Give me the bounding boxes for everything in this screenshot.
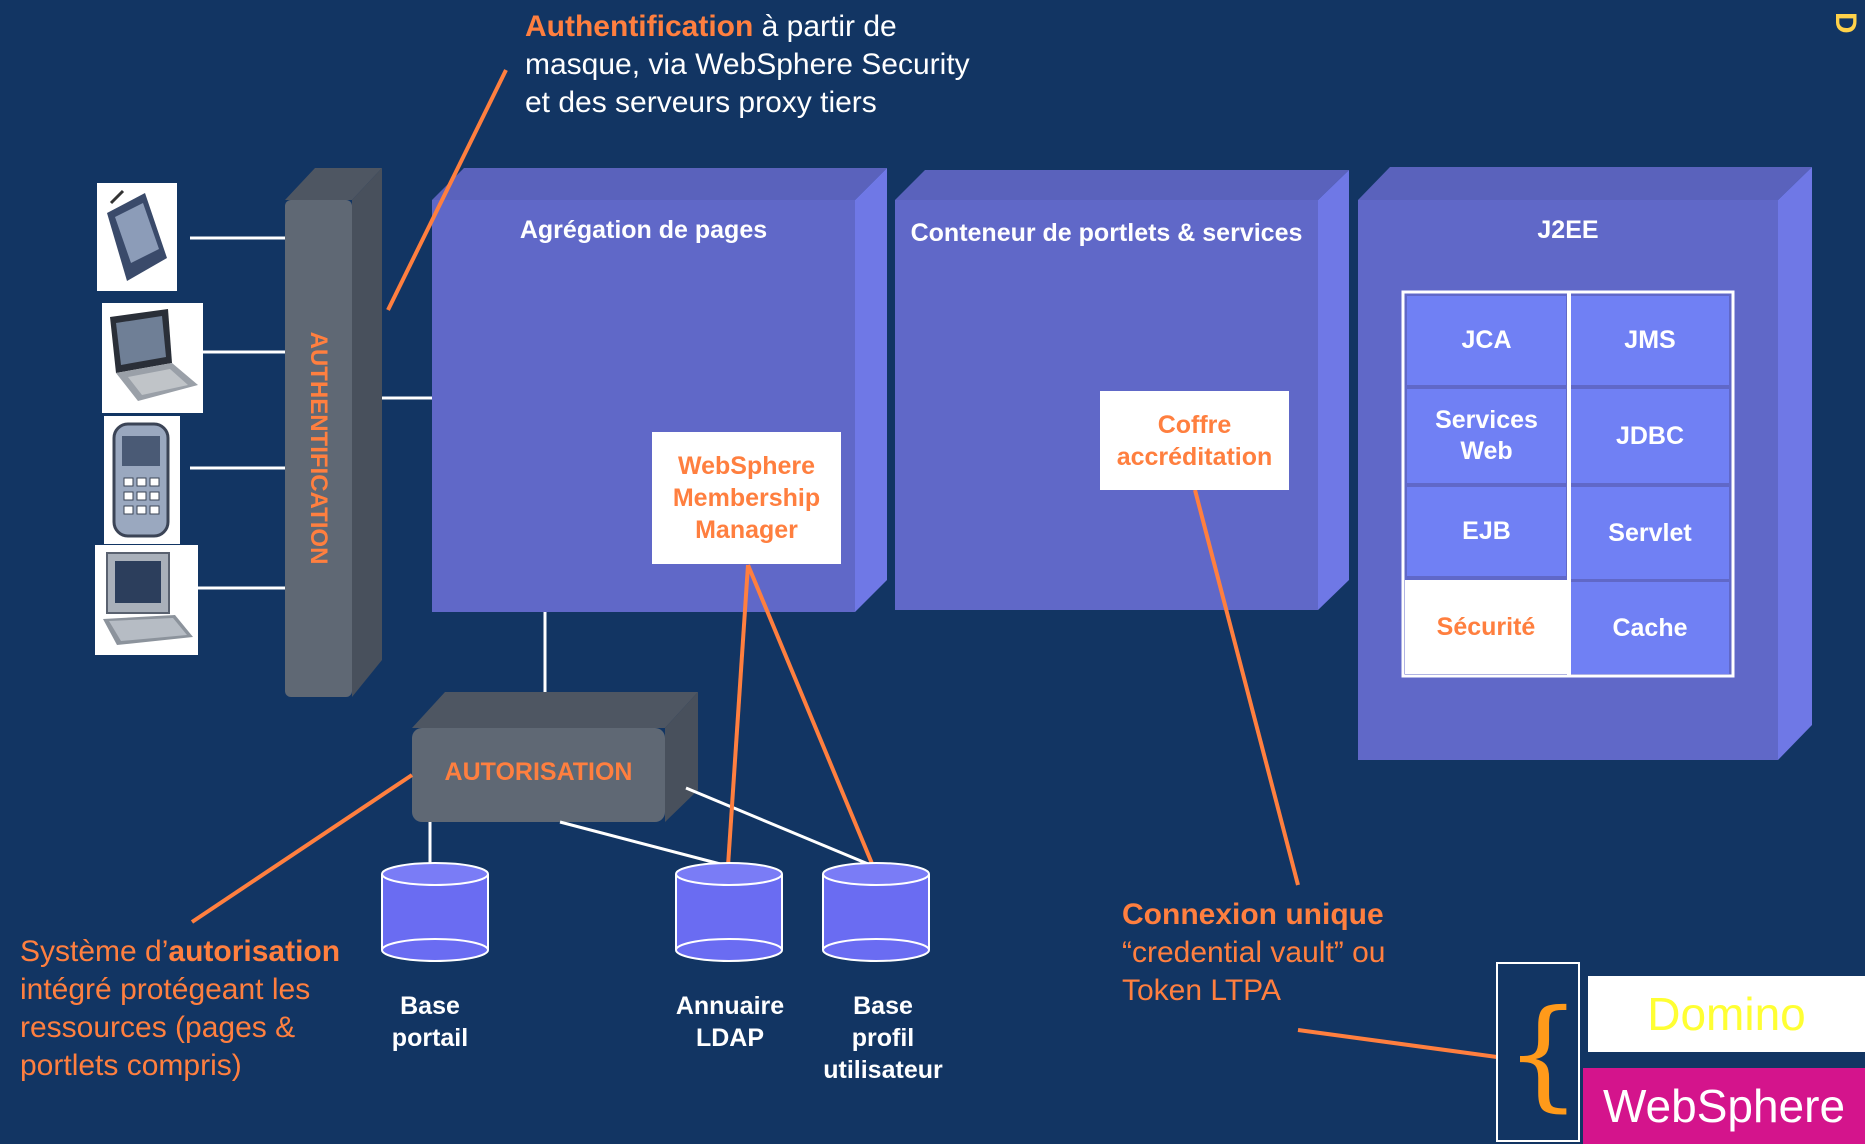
domino-label: Domino — [1647, 988, 1806, 1040]
domino-box: Domino — [1588, 976, 1865, 1052]
authorization-note-line4: portlets compris) — [20, 1049, 242, 1082]
link-autorisation-profil — [685, 786, 874, 868]
j2ee-title: J2EE — [1537, 216, 1599, 244]
db-annuaire-ldap — [675, 862, 783, 962]
mobile-phone-icon — [104, 416, 180, 544]
cell-servlet: Servlet — [1571, 487, 1729, 579]
cell-cache: Cache — [1571, 582, 1729, 674]
websphere-box: WebSphere — [1583, 1068, 1865, 1144]
autorisation-label: AUTORISATION — [444, 758, 633, 786]
base-profil-line3: utilisateur — [823, 1056, 943, 1084]
sso-note-line3: Token LTPA — [1122, 974, 1281, 1007]
authentication-bar — [285, 168, 382, 697]
vault-line1: Coffre — [1157, 410, 1232, 439]
annuaire-ldap-line2: LDAP — [695, 1024, 765, 1052]
cell-services-web: Services Web — [1407, 389, 1566, 483]
callout-autorisation — [190, 773, 414, 924]
authorization-note-line2: intégré protégeant les — [20, 973, 311, 1006]
aggregation-title: Agrégation de pages — [519, 216, 768, 244]
authorization-note-line3: ressources (pages & — [20, 1011, 296, 1044]
vault-line2: accréditation — [1116, 442, 1273, 471]
cell-ejb: EJB — [1407, 487, 1566, 576]
services-web-line1: Services — [1435, 406, 1538, 434]
cell-securite: Sécurité — [1405, 580, 1567, 674]
container-title: Conteneur de portlets & services — [910, 219, 1303, 247]
wmm-line3: Manager — [695, 516, 798, 544]
authentication-note-line1: à partir de — [753, 10, 897, 43]
brace-frame — [1496, 962, 1580, 1142]
callout-wmm-profil — [746, 564, 875, 867]
base-portail-line1: Base — [400, 992, 460, 1020]
db-annuaire-ldap-label: Annuaire LDAP — [660, 990, 800, 1054]
wmm-line2: Membership — [672, 484, 821, 512]
credential-vault-box: Coffre accréditation — [1100, 391, 1289, 490]
websphere-membership-manager: WebSphere Membership Manager — [652, 432, 841, 564]
db-base-portail-label: Base portail — [360, 990, 500, 1054]
corner-glyph: D — [1829, 12, 1862, 34]
authentication-bar-label: AUTHENTIFICATION — [305, 331, 332, 565]
link-autorisation-ldap — [559, 820, 729, 868]
base-profil-line2: profil — [851, 1024, 915, 1052]
cell-divider — [1567, 292, 1571, 676]
websphere-label: WebSphere — [1602, 1080, 1846, 1132]
base-profil-line1: Base — [853, 992, 913, 1020]
callout-vault-sso — [1193, 489, 1300, 886]
authentication-note-line2: masque, via WebSphere Security — [525, 48, 970, 81]
brace-glyph: { — [1505, 985, 1582, 1124]
base-portail-line2: portail — [391, 1024, 469, 1052]
db-base-portail — [381, 862, 489, 962]
wmm-line1: WebSphere — [677, 452, 816, 480]
laptop-icon — [102, 303, 203, 413]
annuaire-ldap-line1: Annuaire — [675, 992, 785, 1020]
authentication-note-bold: Authentification — [525, 10, 754, 43]
sso-note-title: Connexion unique — [1122, 898, 1384, 931]
callout-sso-products — [1297, 1028, 1498, 1059]
sso-note: Connexion unique “credential vault” ou T… — [1122, 896, 1385, 1010]
desktop-computer-icon — [95, 545, 198, 655]
authentication-note-line3: et des serveurs proxy tiers — [525, 86, 877, 119]
authentication-note: Authentification à partir de masque, via… — [525, 8, 970, 122]
authorization-note-line1-bold: autorisation — [168, 935, 341, 968]
pda-icon — [97, 183, 177, 291]
cell-jms: JMS — [1571, 296, 1729, 385]
cell-jdbc: JDBC — [1571, 389, 1729, 483]
authorization-note: Système d’autorisation intégré protégean… — [20, 933, 340, 1085]
authorization-note-line1-plain: Système d’ — [20, 935, 169, 968]
db-base-profil-label: Base profil utilisateur — [808, 990, 958, 1086]
services-web-line2: Web — [1460, 437, 1513, 465]
autorisation-block — [412, 692, 698, 822]
sso-note-line2: “credential vault” ou — [1122, 936, 1386, 969]
db-base-profil — [822, 862, 930, 962]
callout-wmm-ldap — [726, 564, 750, 867]
callout-authentication — [386, 69, 508, 311]
cell-jca: JCA — [1407, 296, 1566, 385]
